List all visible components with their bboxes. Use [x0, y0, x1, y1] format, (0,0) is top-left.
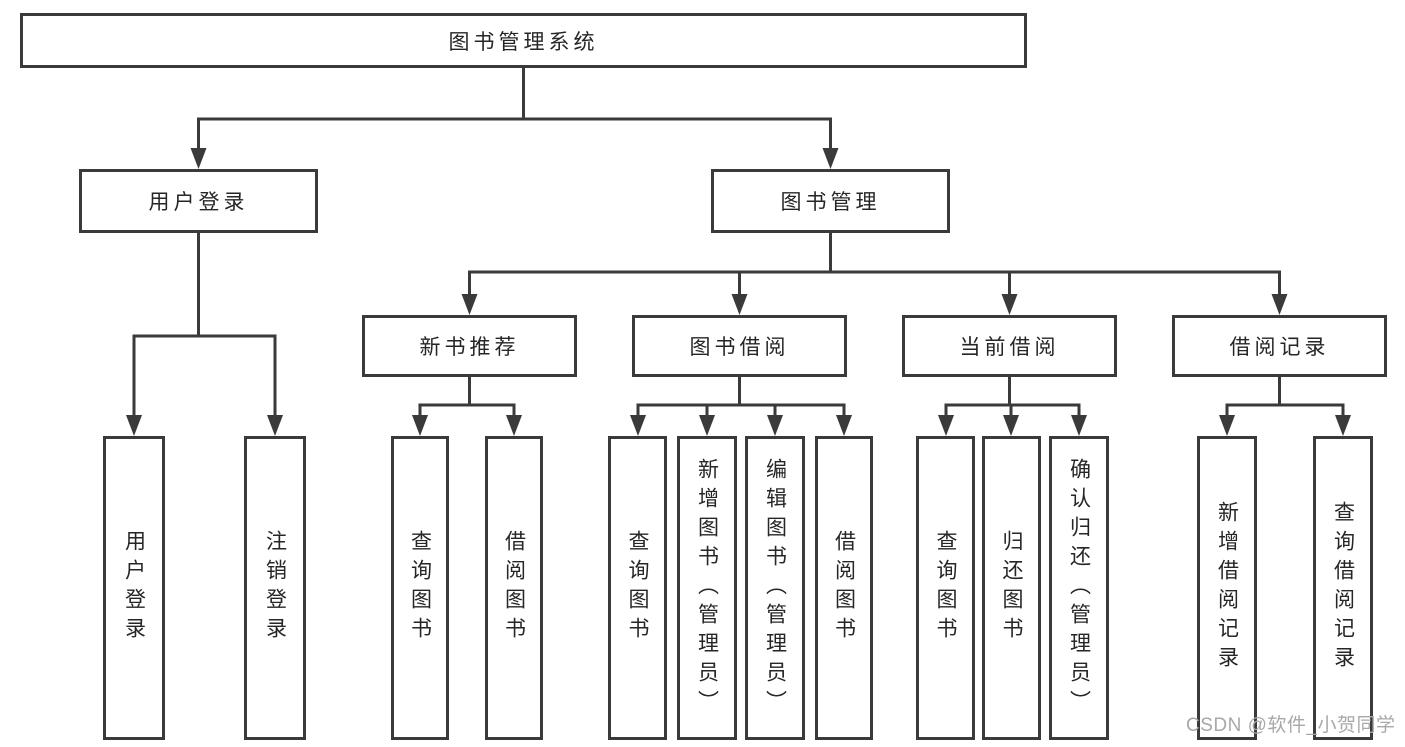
leaf-add-book-admin-label: 新增图书（管理员） — [695, 457, 719, 719]
node-user-login: 用户登录 — [79, 169, 318, 233]
node-user-login-label: 用户登录 — [148, 191, 249, 214]
node-book-management-label: 图书管理 — [780, 191, 881, 214]
leaf-borrow-book: 借阅图书 — [815, 436, 873, 740]
leaf-edit-book-admin-label: 编辑图书（管理员） — [763, 457, 787, 719]
leaf-current-query-label: 查询图书 — [934, 530, 958, 646]
leaf-logout-label: 注销登录 — [263, 530, 287, 646]
leaf-newbook-query-label: 查询图书 — [408, 530, 432, 646]
node-current-borrow: 当前借阅 — [902, 315, 1117, 377]
leaf-user-login: 用户登录 — [103, 436, 165, 740]
leaf-add-borrow-record: 新增借阅记录 — [1197, 436, 1257, 740]
leaf-newbook-borrow: 借阅图书 — [485, 436, 543, 740]
leaf-query-borrow-record: 查询借阅记录 — [1313, 436, 1373, 740]
leaf-newbook-query: 查询图书 — [391, 436, 449, 740]
leaf-query-borrow-record-label: 查询借阅记录 — [1331, 501, 1355, 675]
node-book-management: 图书管理 — [711, 169, 950, 233]
leaf-add-borrow-record-label: 新增借阅记录 — [1215, 501, 1239, 675]
node-new-book-recommend-label: 新书推荐 — [419, 336, 520, 359]
leaf-return-book-label: 归还图书 — [1000, 530, 1024, 646]
node-root: 图书管理系统 — [20, 13, 1027, 68]
node-book-borrow: 图书借阅 — [632, 315, 847, 377]
leaf-return-book: 归还图书 — [982, 436, 1041, 740]
leaf-newbook-borrow-label: 借阅图书 — [502, 530, 526, 646]
leaf-borrow-query: 查询图书 — [608, 436, 667, 740]
leaf-confirm-return-admin-label: 确认归还（管理员） — [1067, 457, 1091, 719]
node-root-label: 图书管理系统 — [448, 30, 599, 54]
node-current-borrow-label: 当前借阅 — [959, 336, 1060, 359]
leaf-logout: 注销登录 — [244, 436, 306, 740]
node-borrow-records-label: 借阅记录 — [1229, 336, 1330, 359]
leaf-confirm-return-admin: 确认归还（管理员） — [1049, 436, 1109, 740]
leaf-user-login-label: 用户登录 — [122, 530, 146, 646]
leaf-add-book-admin: 新增图书（管理员） — [677, 436, 737, 740]
leaf-edit-book-admin: 编辑图书（管理员） — [745, 436, 805, 740]
leaf-current-query: 查询图书 — [916, 436, 975, 740]
leaf-borrow-book-label: 借阅图书 — [832, 530, 856, 646]
node-borrow-records: 借阅记录 — [1172, 315, 1387, 377]
leaf-borrow-query-label: 查询图书 — [626, 530, 650, 646]
node-new-book-recommend: 新书推荐 — [362, 315, 577, 377]
csdn-watermark: CSDN @软件_小贺同学 — [1186, 715, 1396, 736]
node-book-borrow-label: 图书借阅 — [689, 336, 790, 359]
